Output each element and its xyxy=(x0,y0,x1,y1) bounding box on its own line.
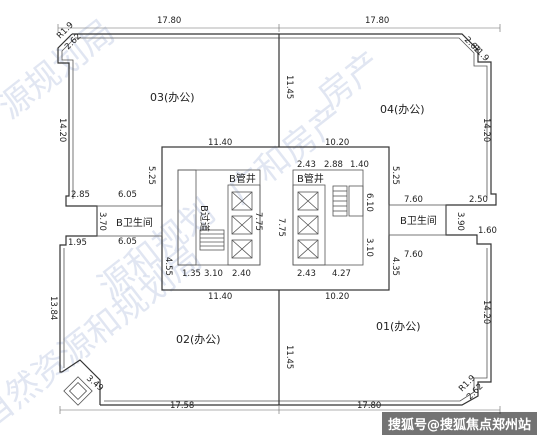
dim-core-right-side-upper: 6.10 xyxy=(364,193,374,212)
dim-wc-left-step: 1.95 xyxy=(68,238,87,248)
room-03-label: 03(办公) xyxy=(150,91,195,104)
corner-bl-size: 3.49 xyxy=(84,374,105,394)
dim-wc-left-bottom: 6.05 xyxy=(118,237,137,247)
dim-core-right-inner: 7.75 xyxy=(276,218,286,237)
corridor-label: B过道 xyxy=(198,205,211,232)
shaft-right-label: B管井 xyxy=(297,172,324,185)
dim-core-bottom-right: 10.20 xyxy=(325,292,349,302)
dim-wc-left-top-b: 6.05 xyxy=(118,190,137,200)
dim-core-left-b1: 1.35 xyxy=(182,269,201,279)
dim-top-left: 17.80 xyxy=(157,16,181,26)
dim-left-upper: 14.20 xyxy=(57,118,67,142)
dim-wc-right-height: 3.90 xyxy=(455,212,465,231)
dim-core-left-lower: 4.55 xyxy=(163,257,173,276)
dim-wc-right-top-a: 7.60 xyxy=(404,195,423,205)
dim-right-lower: 14.20 xyxy=(481,300,491,324)
partitions xyxy=(96,34,447,405)
core-right xyxy=(292,169,364,266)
dim-core-right-t1: 2.43 xyxy=(297,160,316,170)
dim-wc-right-step: 1.60 xyxy=(478,226,497,236)
dim-core-left-upper: 5.25 xyxy=(146,166,156,185)
dim-mid-top: 11.45 xyxy=(284,75,294,99)
dim-wc-left-top-a: 2.85 xyxy=(71,190,90,200)
dim-bottom-right: 17.80 xyxy=(357,401,381,411)
dim-wc-right-top-b: 2.50 xyxy=(469,195,488,205)
wc-left-label: B卫生间 xyxy=(116,216,153,229)
dim-right-upper: 14.20 xyxy=(481,118,491,142)
shaft-left-label: B管井 xyxy=(229,172,256,185)
dim-bottom-left: 17.58 xyxy=(170,401,194,411)
dim-core-bottom-left: 11.40 xyxy=(208,292,232,302)
watermark: 源规划局 房产 源和规划 广和房产 自然资源和规划局 xyxy=(0,12,389,437)
dim-core-right-side-lower: 3.10 xyxy=(364,238,374,257)
core-left xyxy=(177,169,261,266)
dim-core-top-right: 10.20 xyxy=(325,138,349,148)
dim-mid-bottom: 11.45 xyxy=(284,345,294,369)
dim-core-right-upper: 5.25 xyxy=(390,166,400,185)
source-watermark: 搜狐号@搜狐焦点郑州站 xyxy=(381,412,537,435)
dim-core-left-b2: 3.10 xyxy=(204,269,223,279)
dim-core-right-lower: 4.35 xyxy=(390,257,400,276)
room-01-label: 01(办公) xyxy=(376,320,421,333)
corner-tr-radius: R1.9 xyxy=(470,43,491,64)
dim-core-right-t3: 1.40 xyxy=(350,160,369,170)
dim-top-right: 17.80 xyxy=(365,16,389,26)
dim-wc-right-bottom: 7.60 xyxy=(404,250,423,260)
dim-wc-left-height: 3.70 xyxy=(97,212,107,231)
dim-core-right-t2: 2.88 xyxy=(324,160,343,170)
room-02-label: 02(办公) xyxy=(176,333,221,346)
wc-right-label: B卫生间 xyxy=(400,214,437,227)
dim-core-left-inner: 7.75 xyxy=(253,212,263,231)
room-04-label: 04(办公) xyxy=(380,103,425,116)
dim-core-top-left: 11.40 xyxy=(208,138,232,148)
dim-left-lower: 13.84 xyxy=(48,296,58,320)
dim-core-right-b1: 2.43 xyxy=(297,269,316,279)
dim-core-right-b2: 4.27 xyxy=(332,269,351,279)
dim-core-left-b3: 2.40 xyxy=(232,269,251,279)
